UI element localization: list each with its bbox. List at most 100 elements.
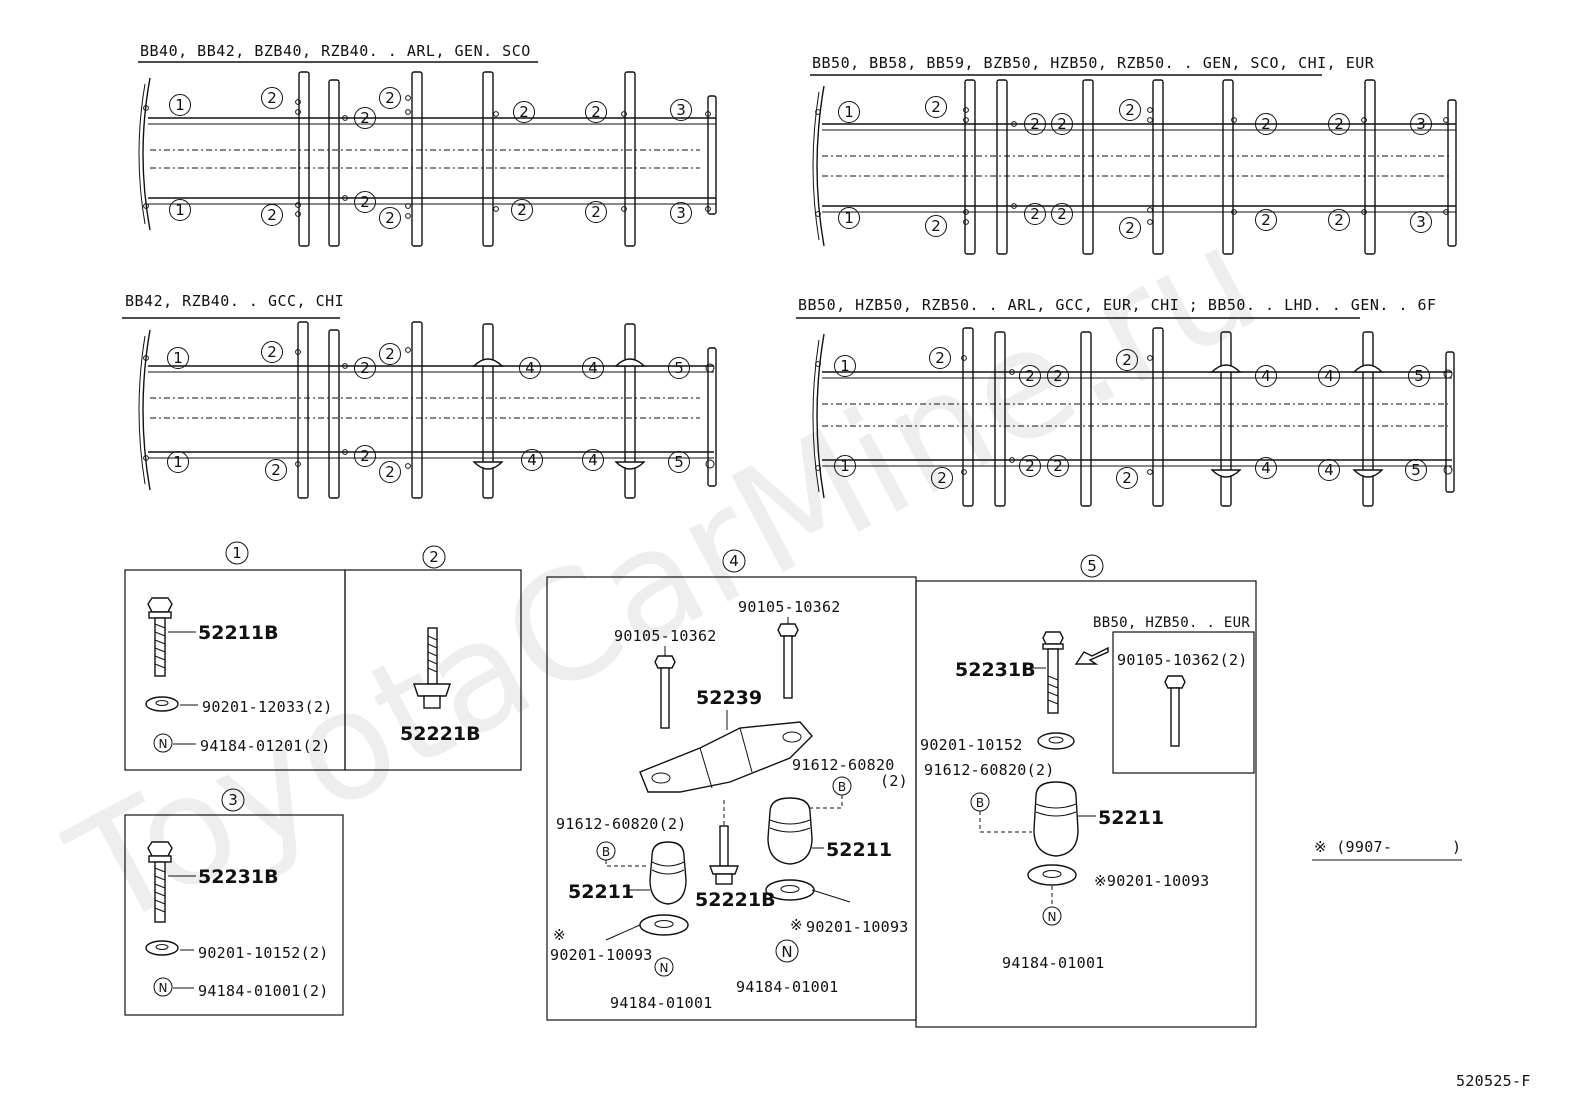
callout-2: 2 [1255, 113, 1277, 135]
callout-5: 5 [1408, 365, 1430, 387]
callout-2: 2 [1047, 365, 1069, 387]
part-94184-01001-b-label: 94184-01001 [736, 978, 839, 996]
svg-text:2: 2 [267, 343, 277, 361]
svg-text:2: 2 [1334, 115, 1344, 133]
svg-text:2: 2 [1122, 469, 1132, 487]
callout-2: 2 [585, 101, 607, 123]
part-94184-01001-label: 94184-01001(2) [198, 982, 329, 1000]
svg-text:2: 2 [935, 349, 945, 367]
callout-2: 2 [925, 215, 947, 237]
svg-text:2: 2 [429, 548, 439, 566]
bolt-90105-10362-icon [654, 655, 676, 729]
callout-2: 2 [354, 357, 376, 379]
bolt-52231b-icon [147, 841, 173, 923]
svg-text:2: 2 [591, 203, 601, 221]
svg-text:2: 2 [931, 98, 941, 116]
svg-text:2: 2 [1261, 211, 1271, 229]
svg-text:3: 3 [1416, 213, 1426, 231]
svg-text:2: 2 [267, 89, 277, 107]
callout-2: 2 [1019, 365, 1041, 387]
svg-text:2: 2 [1125, 101, 1135, 119]
bolt-52231b-icon [1042, 631, 1064, 714]
svg-text:1: 1 [175, 201, 185, 219]
callout-2: 2 [513, 101, 535, 123]
callout-2: 2 [261, 87, 283, 109]
washer-icon [145, 940, 179, 956]
callout-2: 2 [354, 445, 376, 467]
svg-text:N: N [781, 943, 792, 961]
callout-2: 2 [379, 343, 401, 365]
callout-4: 4 [521, 449, 543, 471]
callout-3: 3 [1410, 113, 1432, 135]
group-5-callout: 5 [1080, 554, 1104, 578]
svg-text:1: 1 [844, 103, 854, 121]
part-90105-10362-label: 90105-10362(2) [1117, 651, 1248, 669]
callout-4: 4 [1318, 365, 1340, 387]
production-date-note: ※ (9907- [1314, 838, 1392, 856]
nut-n-icon: N [153, 977, 173, 997]
group-2-box: 2 52221B [344, 545, 522, 771]
callout-2: 2 [379, 461, 401, 483]
svg-text:2: 2 [1025, 457, 1035, 475]
svg-text:2: 2 [360, 109, 370, 127]
nut-n-icon: N [153, 733, 173, 753]
washer-icon [765, 879, 815, 901]
part-52231b-label: 52231B [198, 866, 279, 888]
asterisk-a: ※ [553, 926, 566, 944]
svg-text:4: 4 [525, 359, 535, 377]
callout-5: 5 [668, 451, 690, 473]
svg-text:4: 4 [588, 359, 598, 377]
svg-text:5: 5 [1414, 367, 1424, 385]
svg-text:5: 5 [674, 359, 684, 377]
svg-text:B: B [602, 845, 610, 859]
callout-1: 1 [167, 451, 189, 473]
part-91612-60820-a-label: 91612-60820 [792, 756, 895, 774]
callout-2: 2 [354, 191, 376, 213]
part-52231b-label: 52231B [955, 659, 1036, 681]
group-4-callout: 4 [722, 549, 746, 573]
variant-title: BB50, HZB50. . EUR [1093, 615, 1250, 631]
nut-n-icon: N [654, 957, 674, 977]
svg-text:2: 2 [1057, 205, 1067, 223]
part-91612-60820-b-label: 91612-60820(2) [556, 815, 687, 833]
part-90201-10093-label: ※90201-10093 [1094, 872, 1210, 890]
callout-4: 4 [1255, 365, 1277, 387]
svg-text:5: 5 [1087, 557, 1097, 575]
asterisk-b: ※ [790, 916, 803, 934]
part-90201-10152-label: 90201-10152(2) [198, 944, 329, 962]
callout-2: 2 [1051, 113, 1073, 135]
callout-2: 2 [1116, 349, 1138, 371]
svg-text:5: 5 [674, 453, 684, 471]
svg-text:2: 2 [385, 345, 395, 363]
callout-3: 3 [1410, 211, 1432, 233]
svg-text:4: 4 [1261, 459, 1271, 477]
callout-2: 2 [1051, 203, 1073, 225]
part-90105-10362-a-label: 90105-10362 [614, 627, 717, 645]
svg-text:2: 2 [1334, 211, 1344, 229]
group-2-callout: 2 [422, 545, 446, 569]
svg-text:2: 2 [1122, 351, 1132, 369]
callout-2: 2 [929, 347, 951, 369]
svg-text:B: B [976, 796, 984, 810]
svg-text:2: 2 [271, 461, 281, 479]
callout-2: 2 [1024, 203, 1046, 225]
part-52211b-label: 52211B [198, 622, 279, 644]
svg-text:1: 1 [173, 453, 183, 471]
callout-2: 2 [1116, 467, 1138, 489]
svg-text:2: 2 [1057, 115, 1067, 133]
part-52239-label: 52239 [696, 687, 762, 709]
frame-title-bottom-right: BB50, HZB50, RZB50. . ARL, GCC, EUR, CHI… [798, 296, 1437, 314]
svg-text:1: 1 [173, 349, 183, 367]
callout-1: 1 [834, 355, 856, 377]
svg-text:1: 1 [840, 357, 850, 375]
production-date-note-close: ) [1452, 838, 1461, 856]
callout-2: 2 [379, 87, 401, 109]
callout-4: 4 [1318, 459, 1340, 481]
bolt-90105-10362-icon [777, 623, 799, 699]
nut-n-icon: N [1042, 906, 1062, 926]
